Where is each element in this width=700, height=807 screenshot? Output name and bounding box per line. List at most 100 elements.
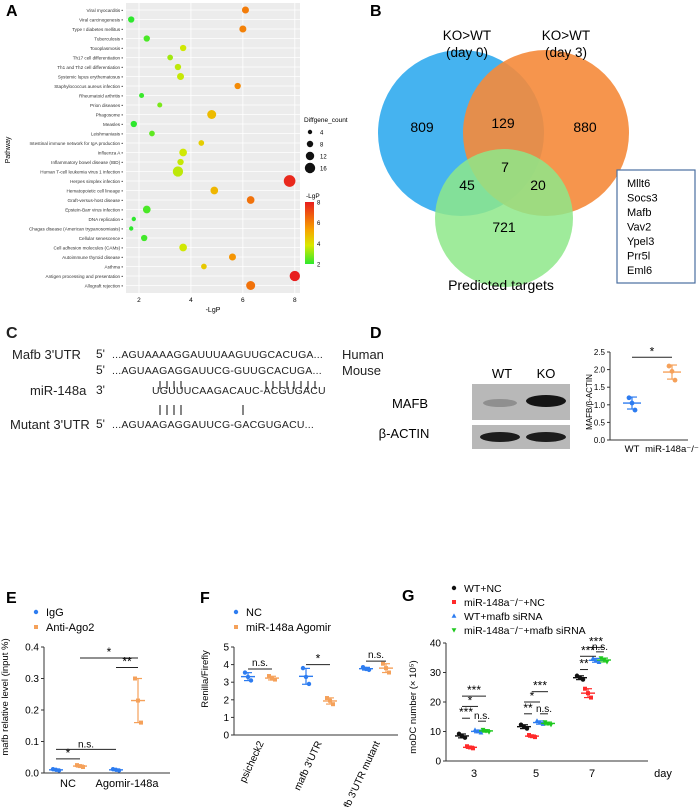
panel-b-venn: B KO>WT (day 0) KO>WT (day 3) 809 129 88…	[370, 3, 696, 293]
x-tick-label-d: WT	[625, 444, 640, 455]
legend-marker	[234, 625, 238, 629]
y-tick-label-d: 1.0	[594, 401, 606, 410]
gene-list-box	[616, 169, 696, 284]
venn-value-only-day3: 880	[573, 119, 597, 135]
y-tick-label: 40	[430, 639, 442, 650]
y-tick-label: 2	[223, 695, 229, 706]
data-point	[465, 744, 469, 749]
legend-label: miR-148a⁻/⁻+NC	[464, 597, 545, 609]
seq-human: ...AGUAAAAGGAUUUAAGUUGCACUGA...	[112, 349, 323, 361]
data-point	[486, 730, 492, 735]
size-legend-dot	[305, 151, 315, 161]
species-human: Human	[342, 347, 384, 362]
blot-band-actin-ko	[526, 432, 566, 442]
color-legend-tick: 8	[317, 201, 321, 207]
significance-label: n.s.	[78, 739, 94, 750]
significance-label: n.s.	[474, 711, 490, 722]
gene-list-item: Eml6	[627, 265, 652, 277]
data-point	[471, 746, 475, 751]
significance-label: ***	[581, 643, 595, 657]
seq-mutant: ...AGUAAGAGGAUUCG-GACGUGACU...	[112, 419, 315, 431]
significance-label: n.s.	[252, 658, 268, 669]
data-point-d	[672, 377, 678, 383]
y-axis-label-d: MAFB/β-ACTIN	[585, 374, 594, 430]
legend-label: IgG	[46, 607, 64, 619]
significance-label: **	[523, 701, 533, 715]
y-tick-label: 0.3	[25, 674, 39, 685]
pathway-dot	[174, 63, 182, 71]
venn-value-only-pred: 721	[492, 219, 516, 235]
gene-list-item: Mllt6	[627, 178, 650, 190]
data-point	[598, 656, 604, 661]
data-point	[303, 674, 309, 680]
pathway-label: Th17 cell differentiation •	[73, 56, 124, 61]
x-tick-label: 7	[589, 768, 595, 780]
data-point	[267, 674, 271, 679]
legend-label: NC	[246, 607, 262, 619]
legend-label: WT+mafb siRNA	[464, 611, 542, 623]
pathway-label: Epstein-Barr virus infection •	[65, 208, 123, 213]
panel-e: E mafb relative level (input %) 0.00.10.…	[0, 590, 170, 790]
size-legend-title: Diffgene_count	[304, 117, 348, 124]
prime-row-1: 5'	[96, 347, 105, 361]
pathway-dot	[246, 196, 255, 204]
size-legend-label: 16	[320, 167, 327, 173]
data-point	[366, 667, 372, 673]
y-tick-label-d: 0.5	[594, 418, 606, 427]
panel-c-sequences: C Mafb 3'UTR miR-148a Mutant 3'UTR 5' 5'…	[0, 325, 384, 435]
pathway-dot	[210, 186, 219, 195]
data-point	[248, 678, 254, 683]
pathway-dot	[129, 226, 134, 231]
panel-letter-a: A	[6, 3, 18, 20]
data-point	[81, 765, 85, 770]
significance-label: **	[579, 657, 589, 671]
pathway-label: Inflammatory bowel disease (IBD) •	[51, 160, 123, 165]
pathway-dot	[246, 281, 256, 290]
x-axis-label-a: -LgP	[206, 307, 221, 314]
x-tick-label: mafb 3'UTR mutant	[336, 739, 383, 807]
data-point	[530, 734, 534, 739]
significance-label: ***	[467, 683, 481, 697]
x-tick-label: 4	[189, 297, 193, 304]
data-point	[472, 727, 478, 732]
significance-label: **	[122, 654, 132, 668]
lane-label-wt: WT	[492, 366, 512, 381]
legend-marker	[452, 600, 456, 604]
significance-label: n.s.	[536, 704, 552, 715]
data-point	[328, 698, 332, 703]
pathway-dot	[142, 205, 151, 214]
prime-row-2: 5'	[96, 363, 105, 377]
data-point	[593, 657, 599, 663]
size-legend-label: 12	[320, 155, 327, 161]
blot-band-actin-wt	[480, 432, 520, 442]
data-point	[384, 666, 388, 671]
y-tick-label: 10	[430, 727, 442, 738]
panel-letter-d: D	[370, 325, 382, 342]
significance-label: *	[107, 645, 112, 659]
pathway-dot	[130, 120, 137, 128]
data-point	[478, 730, 484, 735]
pathway-dot	[172, 166, 184, 177]
data-point-d	[626, 395, 632, 401]
data-point	[542, 720, 548, 725]
x-tick-label: 6	[241, 297, 245, 304]
pathway-dot	[140, 234, 148, 242]
legend-label: Anti-Ago2	[46, 622, 94, 634]
blot-label-mafb: MAFB	[392, 396, 428, 411]
x-tick-label: psicheck2	[238, 739, 267, 784]
data-point	[270, 676, 274, 681]
pathway-dot	[241, 6, 249, 14]
gene-list-item: Prr5l	[627, 251, 650, 263]
y-tick-label-d: 2.0	[594, 366, 606, 375]
pathway-label: Tuberculosis •	[94, 37, 123, 42]
data-point-d	[632, 407, 638, 413]
significance-label: ***	[459, 705, 473, 719]
y-axis-label-a: Pathway	[5, 136, 12, 163]
data-point-d	[669, 368, 675, 374]
gene-list-item: Ypel3	[627, 236, 654, 248]
data-point	[586, 691, 590, 696]
panel-g: G moDC number (× 10⁵) 010203040WT+NCmiR-…	[402, 583, 672, 780]
pathway-label: Type I diabetes mellitus •	[72, 27, 123, 32]
data-point	[480, 727, 486, 733]
